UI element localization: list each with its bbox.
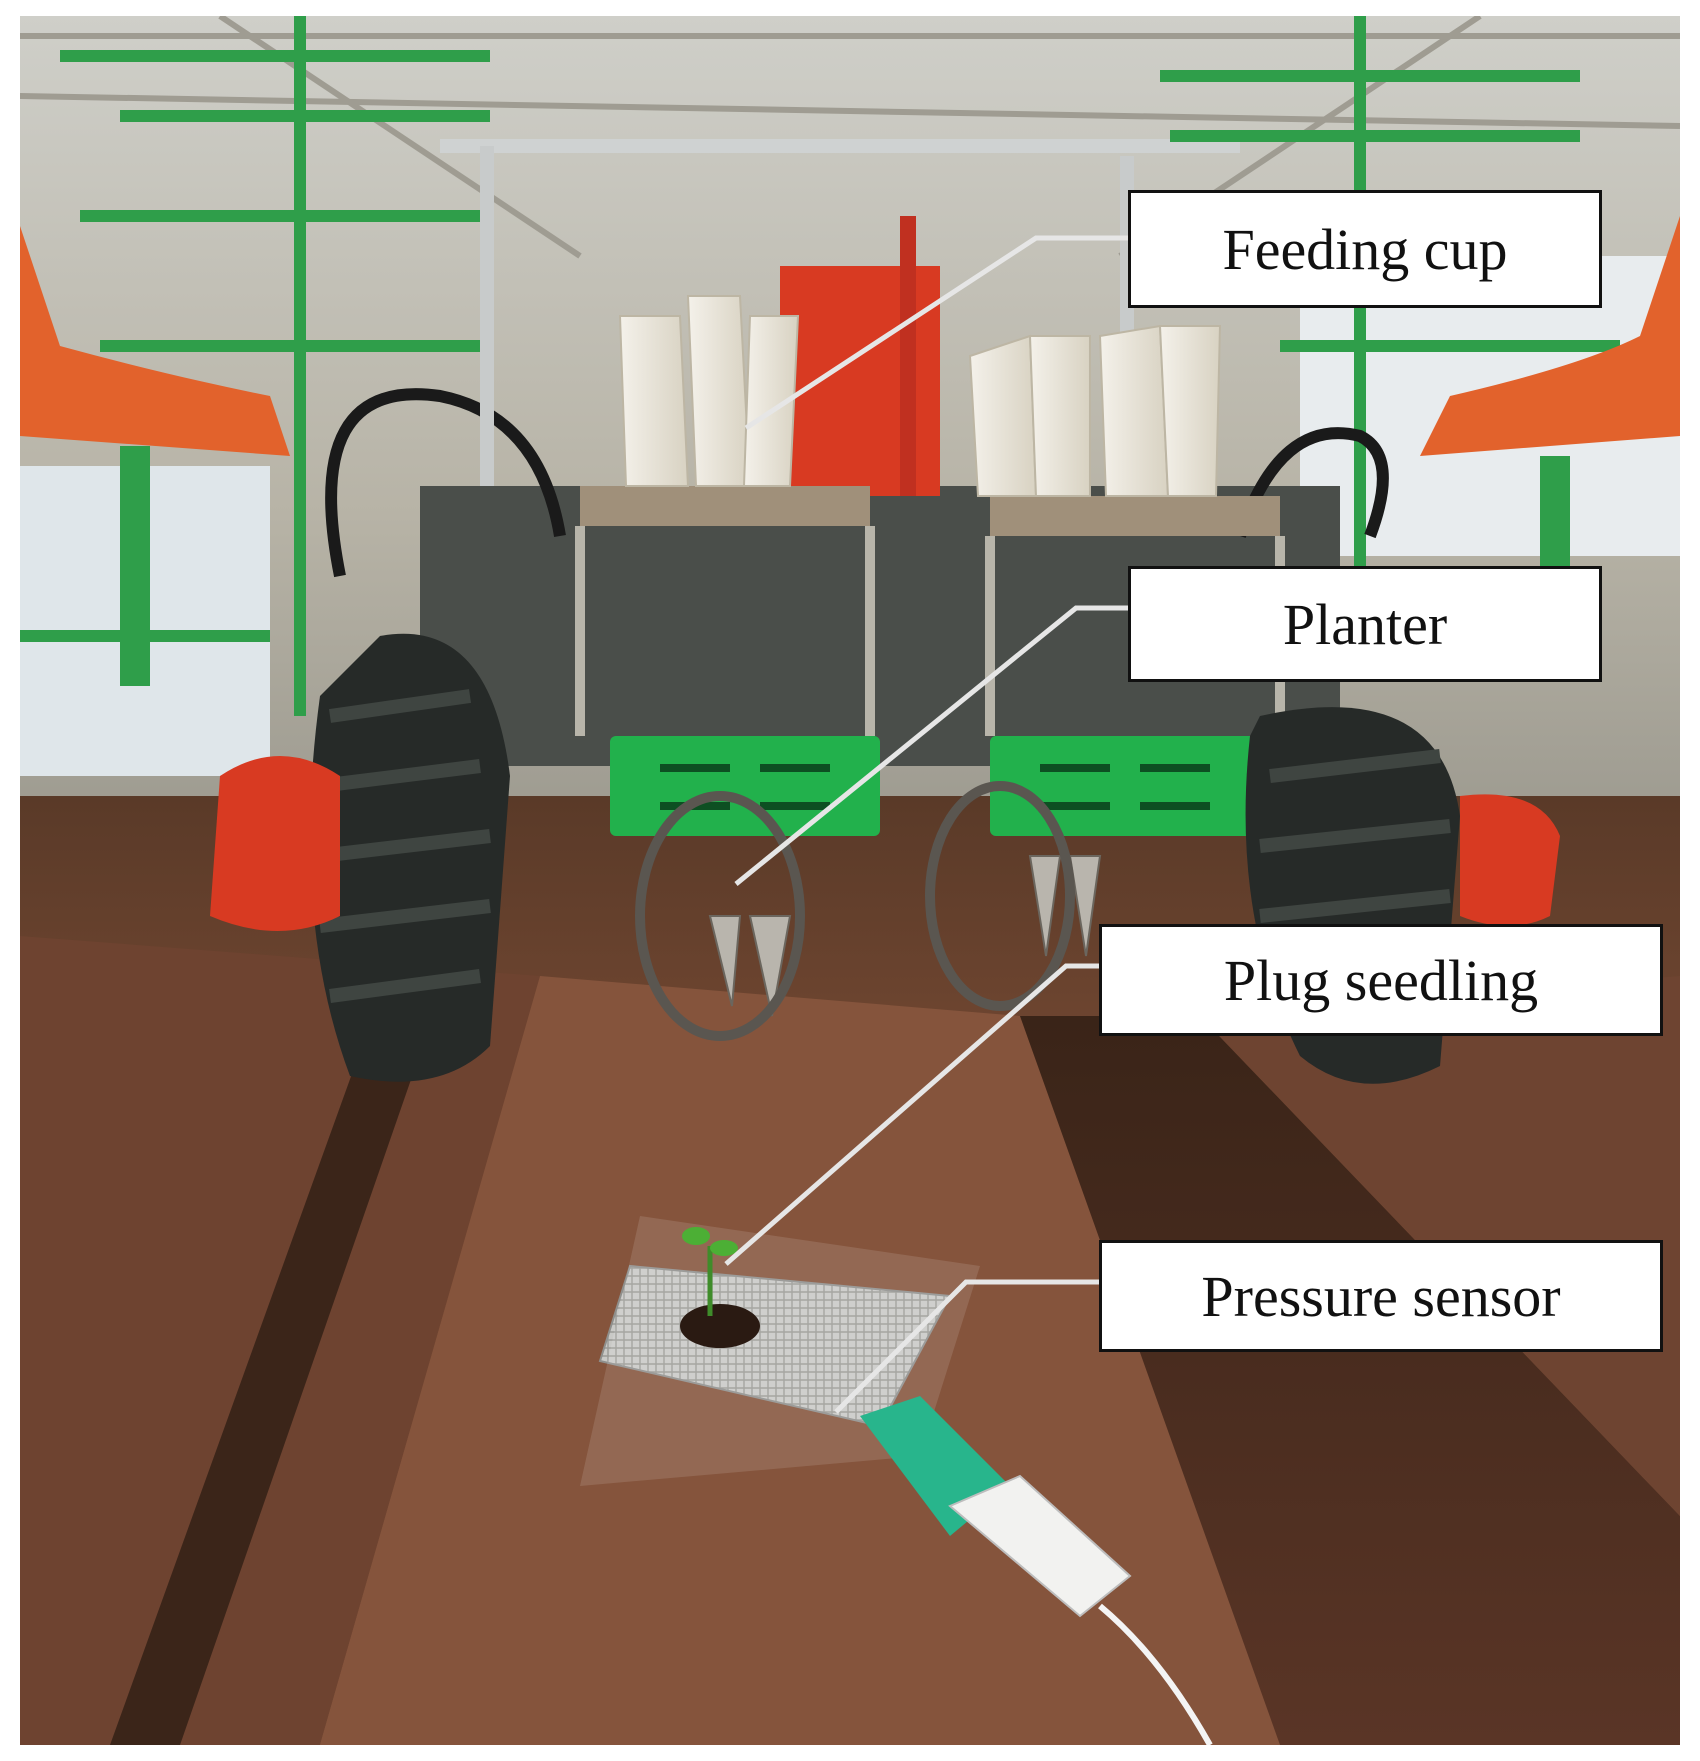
vertical-post-left xyxy=(480,146,494,486)
feeding-cup-label: Feeding cup xyxy=(1128,190,1602,308)
right-green-guard xyxy=(990,736,1260,836)
left-tire xyxy=(310,633,510,1082)
red-mast-bar xyxy=(900,216,916,496)
plug-seedling xyxy=(680,1227,760,1348)
right-trench xyxy=(1020,1016,1680,1745)
planter-label: Planter xyxy=(1128,566,1602,682)
left-red-hub xyxy=(210,756,340,931)
left-green-guard xyxy=(610,736,880,836)
planter-beaks xyxy=(708,855,1102,1017)
right-cup-tray xyxy=(990,496,1280,536)
left-feeding-cups xyxy=(618,295,800,487)
right-orange-seat xyxy=(1420,216,1680,456)
left-cup-tray xyxy=(580,486,870,526)
left-furrow xyxy=(110,996,440,1745)
left-seedling-rack xyxy=(20,16,490,716)
plug-seedling-label: Plug seedling xyxy=(1099,924,1663,1036)
left-tire-treads xyxy=(319,689,491,1003)
leader-lines xyxy=(724,235,1128,1414)
pressure-sensor-label: Pressure sensor xyxy=(1099,1240,1663,1352)
right-red-hub xyxy=(1460,794,1560,926)
left-seat-post xyxy=(120,446,150,686)
right-feeding-cups xyxy=(968,324,1222,497)
sensor-cable xyxy=(1098,1603,1213,1745)
hydraulic-hose-left xyxy=(325,388,566,578)
sensor-handle xyxy=(948,1474,1132,1618)
right-disc xyxy=(925,781,1075,1011)
left-disc xyxy=(635,791,805,1041)
left-orange-seat xyxy=(20,226,290,456)
hydraulic-hose-right xyxy=(1234,427,1389,539)
field-photo xyxy=(20,16,1680,1745)
